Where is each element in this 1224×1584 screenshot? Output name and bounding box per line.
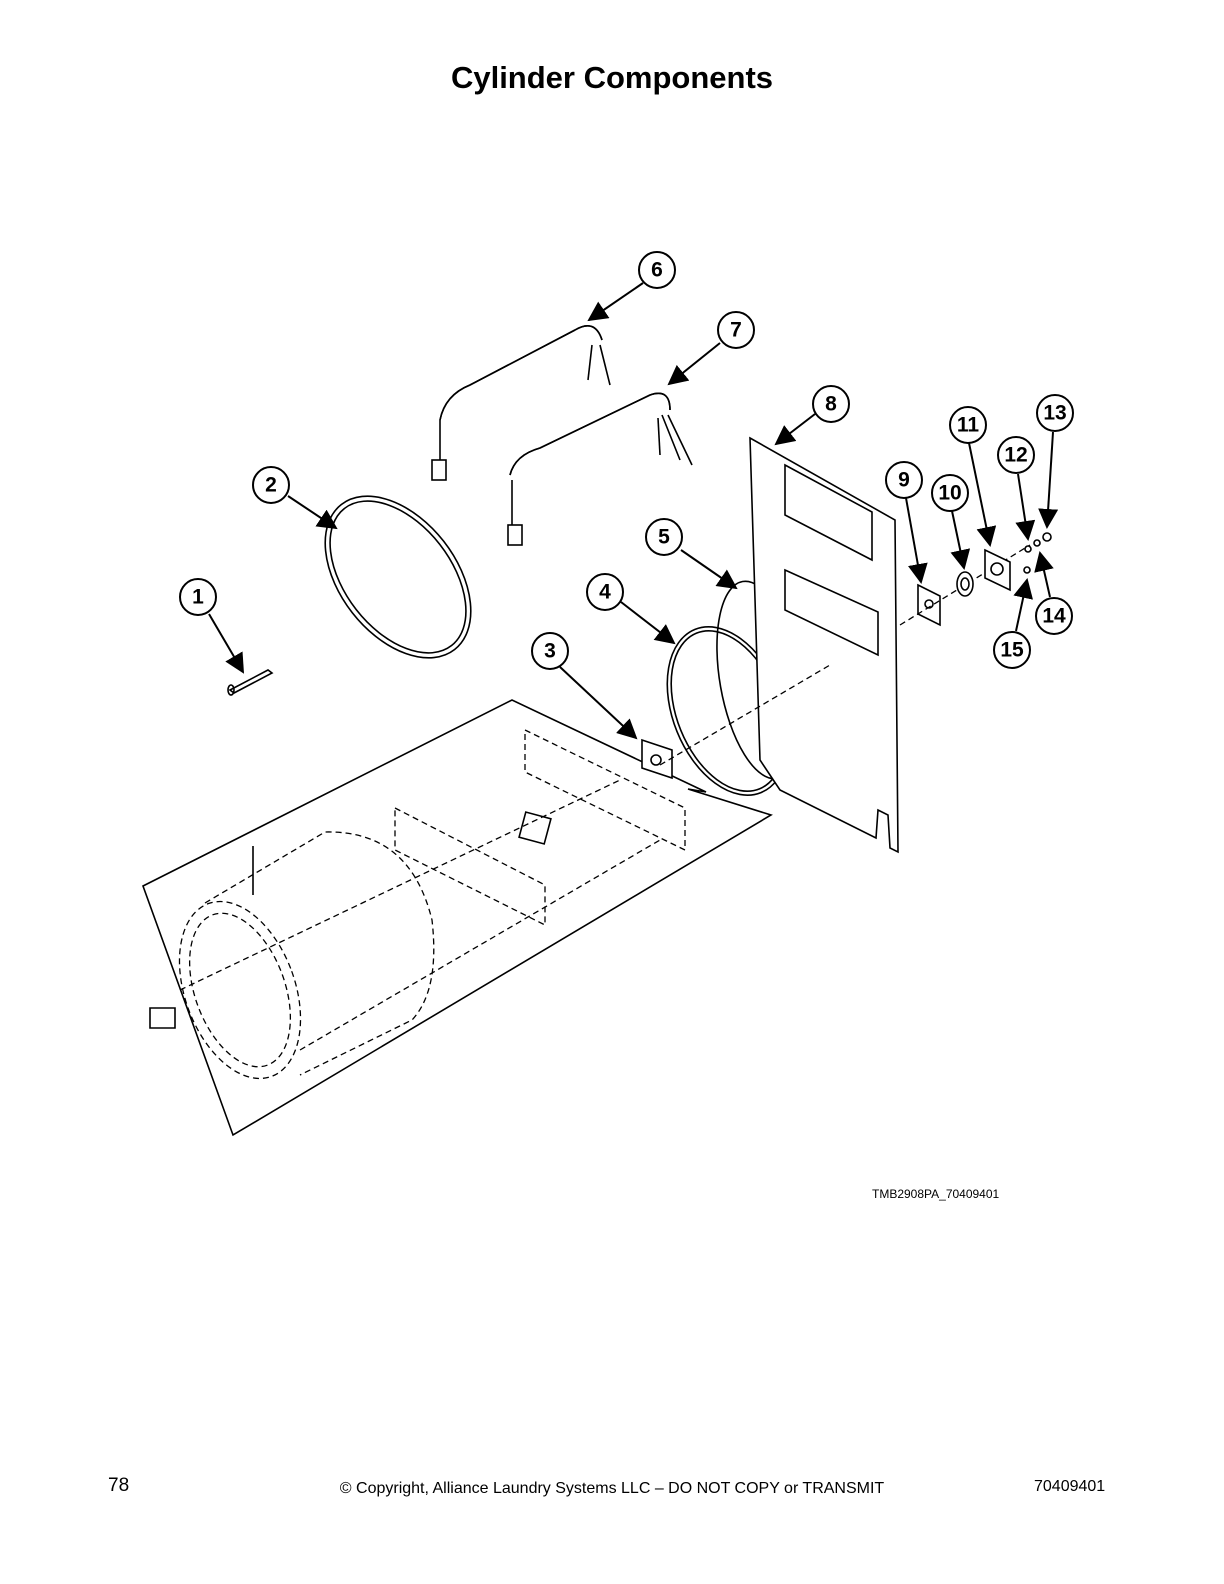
page-number: 78: [108, 1475, 130, 1496]
part-12-washer: [1024, 545, 1032, 553]
part-13-nut: [1042, 532, 1052, 542]
part-2-ring: [324, 495, 472, 659]
callout-11-label: 11: [957, 414, 980, 437]
cylinder-assembly-inset: [142, 699, 773, 1137]
callout-11: 11: [949, 406, 987, 444]
leader-lines: [208, 282, 1059, 740]
callout-12-label: 12: [1004, 444, 1027, 467]
callout-5-label: 5: [658, 526, 670, 549]
callout-2-label: 2: [265, 474, 277, 497]
page-title: Cylinder Components: [450, 60, 774, 95]
callout-7-label: 7: [730, 319, 742, 342]
part-9-plate: [899, 544, 1031, 627]
copyright-notice: © Copyright, Alliance Laundry Systems LL…: [339, 1480, 885, 1497]
callout-9: 9: [885, 461, 923, 499]
callout-15: 15: [993, 631, 1031, 669]
part-8-panel: [659, 436, 899, 854]
callout-5: 5: [645, 518, 683, 556]
document-number: 70409401: [1034, 1478, 1106, 1495]
callout-3-label: 3: [544, 640, 556, 663]
callout-3: 3: [531, 632, 569, 670]
callout-6-label: 6: [651, 259, 663, 282]
callout-9-label: 9: [898, 469, 910, 492]
part-15-screw: [1023, 566, 1031, 574]
callout-7: 7: [717, 311, 755, 349]
part-7-harness: [507, 392, 693, 546]
callout-8-label: 8: [825, 393, 837, 416]
callout-10-label: 10: [938, 482, 961, 505]
callout-14-label: 14: [1042, 605, 1066, 628]
callout-4: 4: [586, 573, 624, 611]
callout-2: 2: [252, 466, 290, 504]
callout-10: 10: [931, 474, 969, 512]
callout-4-label: 4: [599, 581, 611, 604]
callout-14: 14: [1035, 597, 1073, 635]
callout-6: 6: [638, 251, 676, 289]
callout-13-label: 13: [1043, 402, 1066, 425]
part-1-pin: [227, 669, 274, 696]
part-10-pulley: [956, 571, 974, 597]
callout-1-label: 1: [192, 586, 204, 609]
callout-15-label: 15: [1000, 639, 1024, 662]
part-3-plate: [641, 738, 673, 780]
callout-13: 13: [1036, 394, 1074, 432]
callout-8: 8: [812, 385, 850, 423]
part-6-harness: [431, 324, 611, 481]
part-11-bearing: [984, 548, 1011, 592]
callout-12: 12: [997, 436, 1035, 474]
callout-1: 1: [179, 578, 217, 616]
part-14-washer: [1033, 539, 1041, 547]
figure-code: TMB2908PA_70409401: [872, 1187, 1000, 1201]
